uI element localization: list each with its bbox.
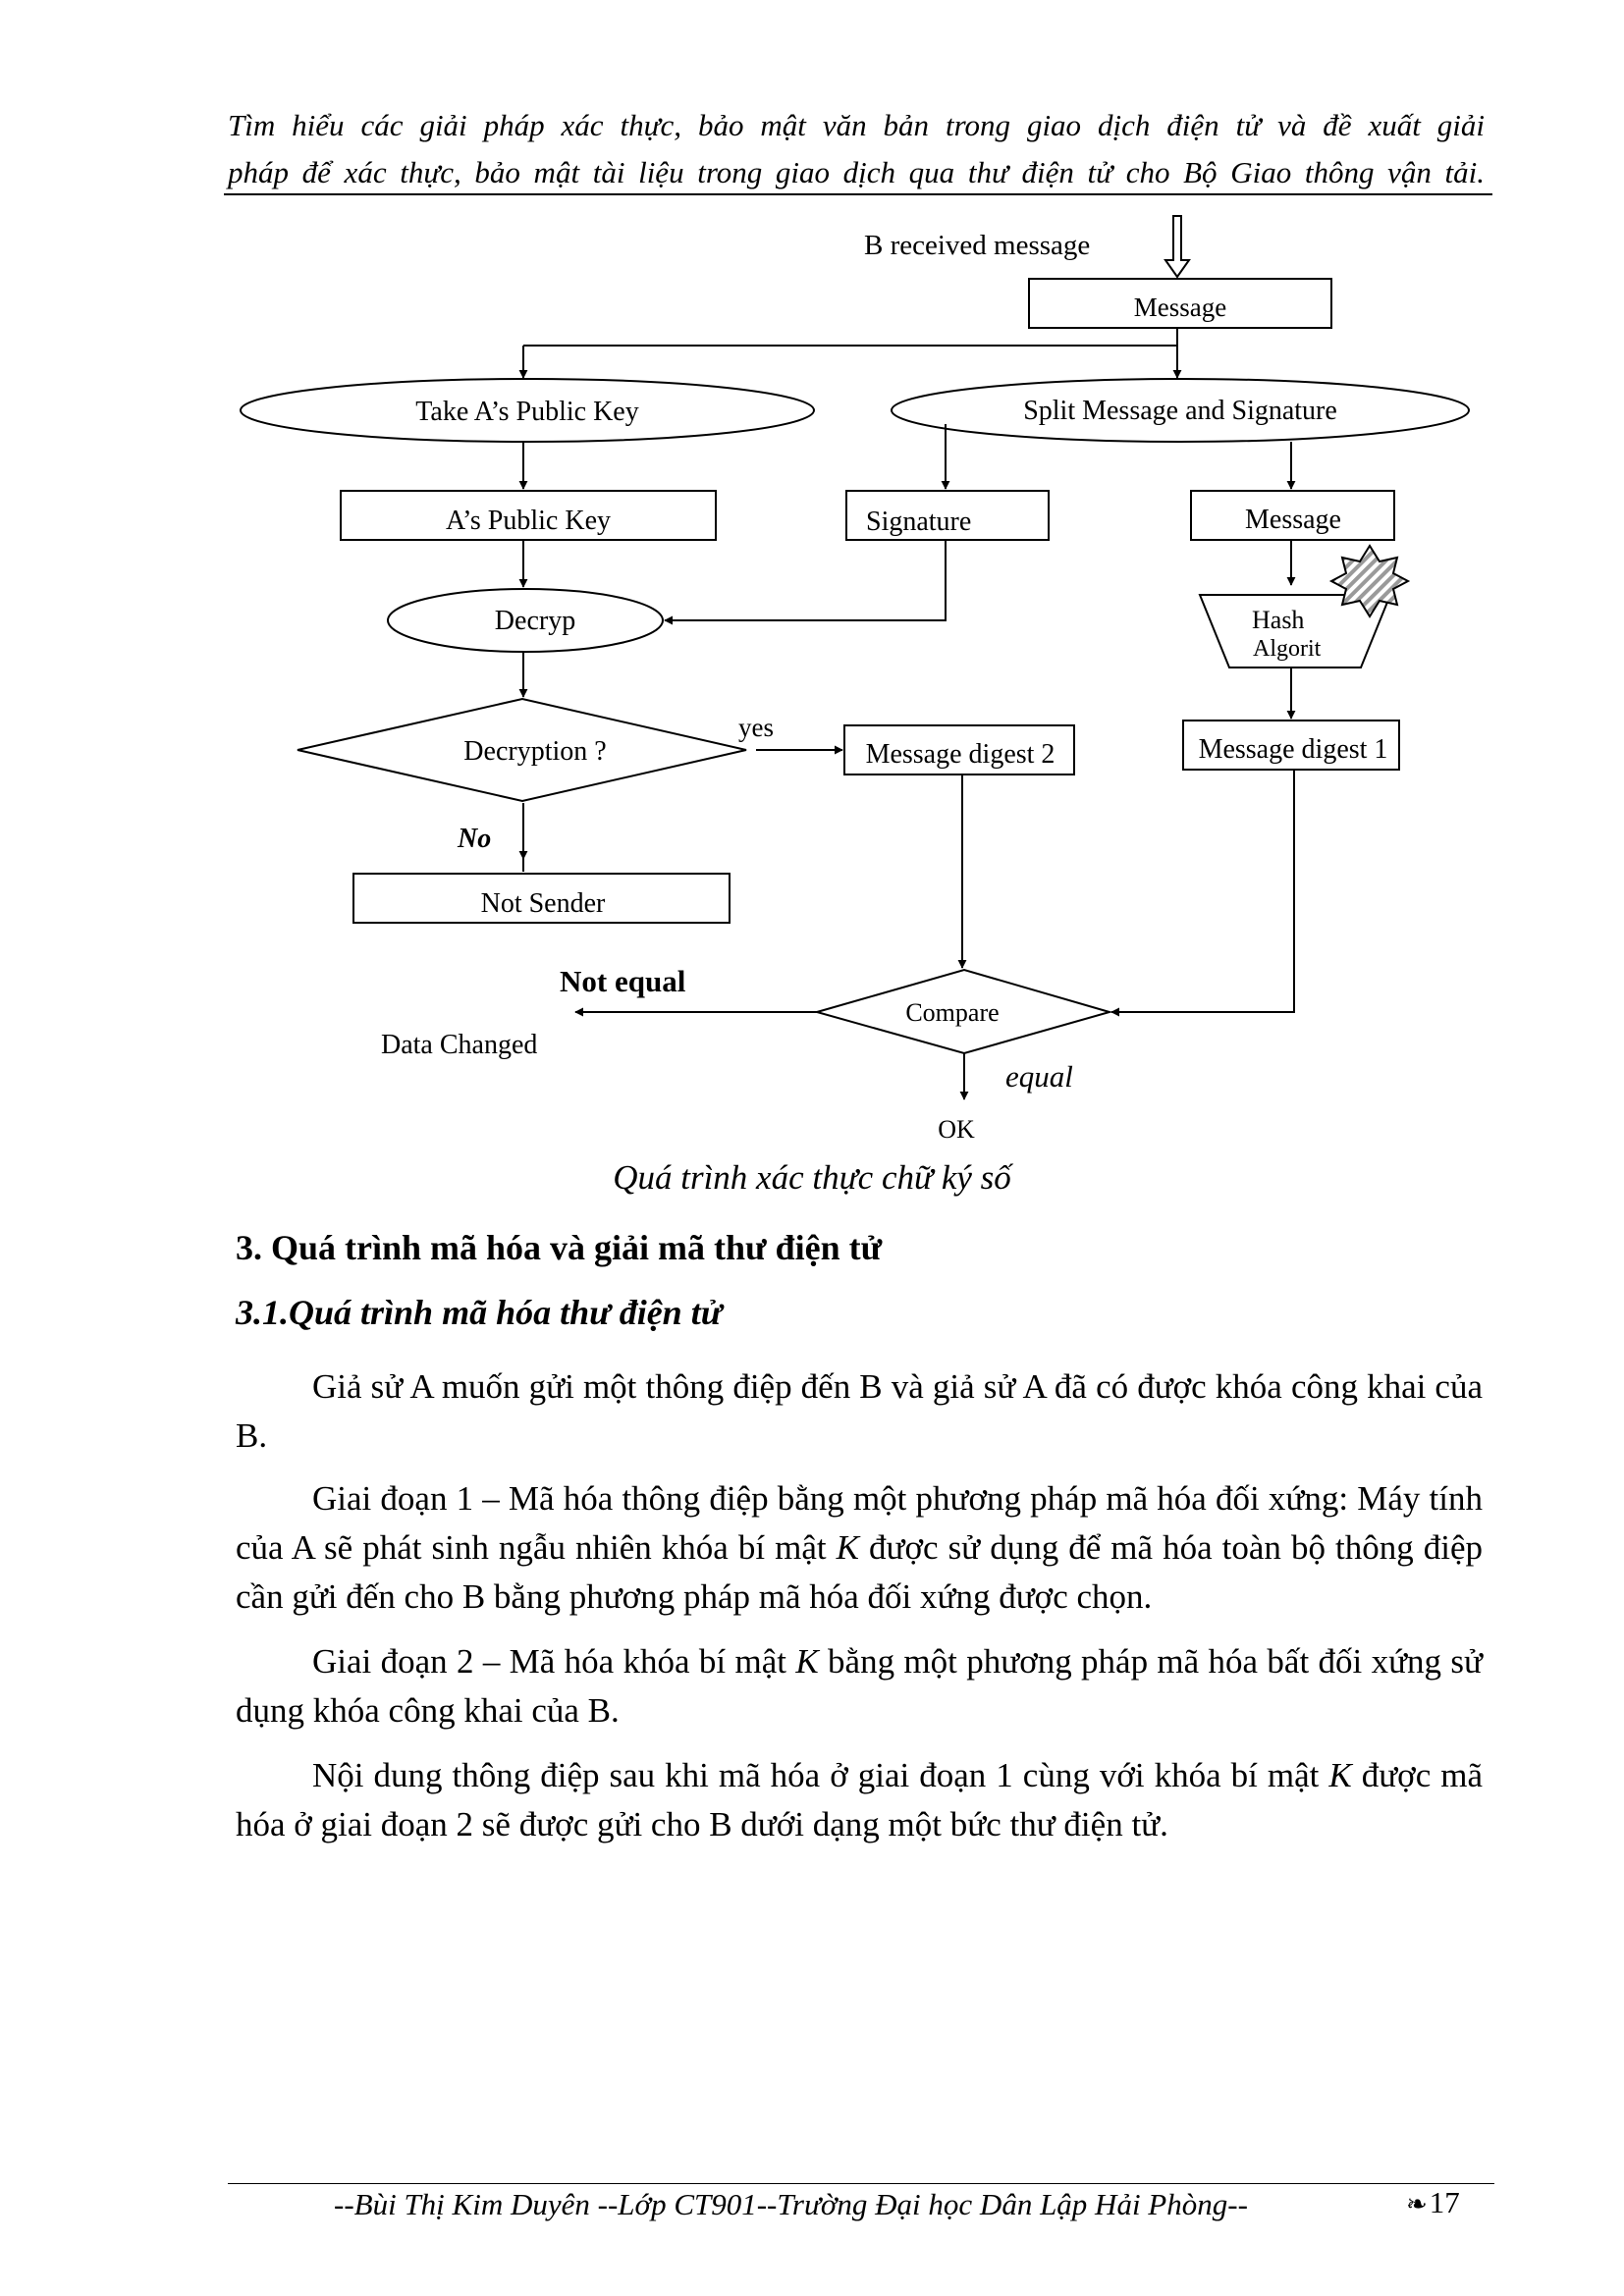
b-received-label: B received message — [864, 230, 1090, 261]
not-equal-label: Not equal — [560, 964, 686, 998]
ok-label: OK — [938, 1115, 975, 1144]
digest1-label: Message digest 1 — [1199, 734, 1388, 765]
paragraph-4: Nội dung thông điệp sau khi mã hóa ở gia… — [236, 1756, 1483, 1843]
compare-diamond — [813, 968, 1113, 1055]
public-key-box — [340, 490, 717, 541]
compare-label: Compare — [905, 998, 999, 1027]
header-line-2: pháp để xác thực, bảo mật tài liệu trong… — [228, 155, 1485, 189]
section-3-title: 3. Quá trình mã hóa và giải mã thư điện … — [236, 1228, 883, 1267]
section-3-1-title: 3.1.Quá trình mã hóa thư điện tử — [236, 1293, 723, 1332]
hash-label-2: Algorit — [1253, 636, 1322, 662]
message-box-top — [1028, 278, 1332, 329]
take-public-key-ellipse — [240, 378, 815, 443]
yes-label: yes — [738, 713, 774, 742]
not-sender-box — [352, 873, 731, 924]
take-public-key-label: Take A’s Public Key — [415, 397, 638, 427]
public-key-label: A’s Public Key — [446, 506, 611, 536]
decryp-label: Decryp — [495, 606, 575, 636]
footer-rule — [228, 2183, 1494, 2184]
message-top-label: Message — [1134, 293, 1226, 322]
digest2-box — [843, 724, 1075, 775]
page-number-block: ❧17 — [1406, 2185, 1460, 2220]
signature-label: Signature — [866, 507, 971, 537]
paragraph-2: Giai đoạn 1 – Mã hóa thông điệp bằng một… — [236, 1479, 1483, 1616]
signature-verification-flowchart: B received message Message Take A’s Publ… — [240, 215, 1470, 1144]
message-box-right — [1190, 490, 1395, 541]
arrow-signature-to-decryp — [664, 540, 947, 625]
split-label: Split Message and Signature — [1023, 396, 1337, 426]
header-rule — [224, 193, 1492, 195]
header-line-1: Tìm hiểu các giải pháp xác thực, bảo mật… — [228, 108, 1485, 142]
paragraph-3: Giai đoạn 2 – Mã hóa khóa bí mật K bằng … — [236, 1642, 1483, 1730]
page-number: 17 — [1429, 2185, 1460, 2219]
decryption-decision-diamond — [297, 697, 747, 803]
input-arrow — [1164, 215, 1191, 279]
decryption-label: Decryption ? — [463, 736, 606, 767]
digest2-label: Message digest 2 — [866, 739, 1056, 770]
paragraph-1: Giả sử A muốn gửi một thông điệp đến B v… — [236, 1367, 1483, 1455]
figure-caption: Quá trình xác thực chữ ký số — [613, 1158, 1011, 1197]
split-ellipse — [891, 378, 1470, 443]
data-changed-label: Data Changed — [381, 1030, 537, 1060]
not-sender-label: Not Sender — [481, 888, 606, 919]
page-footer: --Bùi Thị Kim Duyên --Lớp CT901--Trường … — [334, 2187, 1248, 2221]
arrow-digest1-to-compare — [1110, 770, 1295, 1017]
page-header: Tìm hiểu các giải pháp xác thực, bảo mật… — [228, 102, 1485, 196]
message-right-label: Message — [1245, 505, 1341, 535]
leaf-icon: ❧ — [1406, 2190, 1428, 2218]
hash-algorithm-trapezoid — [1198, 594, 1392, 668]
hash-label-1: Hash — [1252, 606, 1304, 634]
signature-box — [845, 490, 1050, 541]
equal-label: equal — [1005, 1059, 1073, 1094]
decryp-ellipse — [387, 588, 664, 653]
no-label: No — [457, 824, 491, 854]
starburst-icon — [1328, 544, 1411, 618]
digest1-box — [1182, 720, 1400, 771]
